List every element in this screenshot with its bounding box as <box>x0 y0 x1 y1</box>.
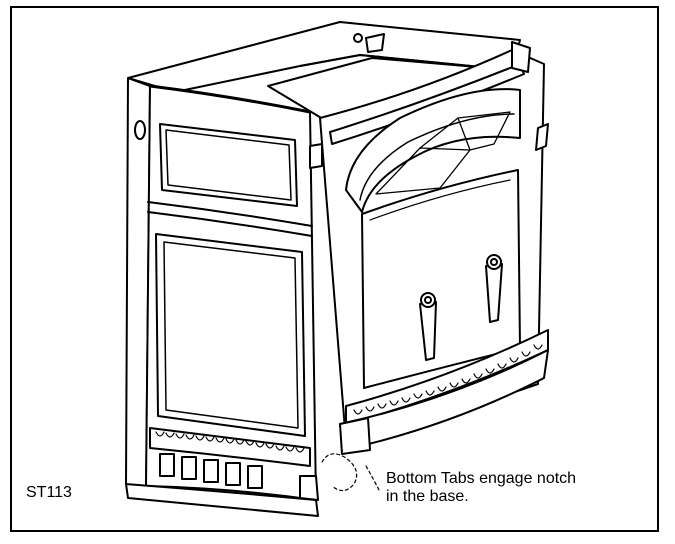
door-latch-right <box>485 254 503 323</box>
side-hole <box>134 120 146 140</box>
callout-text: Bottom Tabs engage notch in the base. <box>386 470 576 506</box>
base-notch <box>299 475 319 501</box>
base-openings <box>159 453 263 489</box>
upper-inset <box>159 123 298 207</box>
figure-code: ST113 <box>26 484 72 501</box>
side-latch-right <box>535 123 549 151</box>
base-plinth <box>125 483 319 517</box>
callout-leader <box>321 453 358 492</box>
right-bottom-apron <box>339 349 549 451</box>
callout-line-1: Bottom Tabs engage notch <box>386 470 577 487</box>
door-latch-left <box>419 292 437 361</box>
door-arch <box>345 88 521 213</box>
hinge-tab-left <box>309 143 323 169</box>
callout-line-2: in the base. <box>386 488 469 505</box>
top-knob <box>365 33 385 53</box>
scallop-band <box>149 427 311 467</box>
bottom-tab <box>339 417 371 455</box>
lower-inset <box>155 233 306 437</box>
